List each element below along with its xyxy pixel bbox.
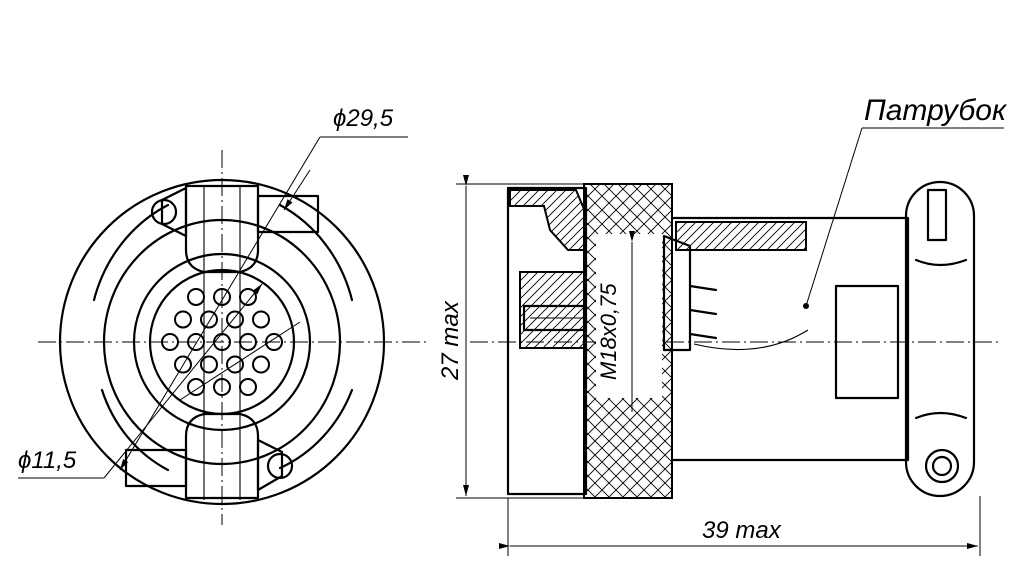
contact-pin xyxy=(174,310,192,329)
body-ring xyxy=(102,218,342,466)
dia-outer-leader xyxy=(119,136,321,471)
inner-ring-right-top xyxy=(278,203,354,302)
part-name-leader xyxy=(805,127,863,307)
side-view: M18x0,75 Патрубок 27 max 39 max xyxy=(437,94,1008,556)
insert-circle xyxy=(132,252,312,432)
tail-pins xyxy=(688,284,718,340)
contact-pin xyxy=(213,287,231,306)
contact-pin xyxy=(174,355,192,374)
nut-section-top xyxy=(509,189,587,251)
tail-block xyxy=(662,234,692,352)
clamp-screw-head xyxy=(924,448,960,484)
right-ear-bottom-knob xyxy=(266,452,294,480)
clamp-band-bottom xyxy=(914,411,968,420)
clamp-screw-hole xyxy=(931,455,953,477)
part-name-dot xyxy=(803,303,809,309)
dia-outer-arrow-top xyxy=(283,169,311,211)
contact-pin xyxy=(239,378,257,397)
part-name-label: Патрубок xyxy=(864,94,1008,127)
contact-pin xyxy=(213,378,231,397)
back-shell-section xyxy=(675,221,807,251)
contact-pins xyxy=(161,287,283,397)
contact-pin xyxy=(161,333,179,351)
contact-pin xyxy=(200,355,218,374)
right-ear-bottom xyxy=(256,438,284,492)
contact-pin xyxy=(239,287,257,306)
contact-pin xyxy=(187,287,205,306)
thread-label: M18x0,75 xyxy=(596,283,621,380)
length-label: 39 max xyxy=(702,517,782,544)
clamp-screw-slot xyxy=(926,188,948,242)
contact-pin xyxy=(252,310,270,329)
back-shell xyxy=(670,216,910,462)
contact-pin xyxy=(265,333,283,351)
inner-ring-left-top xyxy=(92,203,170,302)
height-label: 27 max xyxy=(437,300,464,381)
contact-pin xyxy=(213,333,231,351)
contact-pin xyxy=(239,333,257,351)
inner-ring-right-bottom xyxy=(278,388,354,470)
thread-label-area xyxy=(596,234,662,398)
outer-ring xyxy=(58,178,386,506)
contact-pin xyxy=(187,378,205,397)
cable-window xyxy=(834,284,900,400)
contact-pin xyxy=(187,333,205,351)
left-ear-top-knob xyxy=(150,198,178,226)
contact-pin xyxy=(200,310,218,329)
dia-inner-label: ϕ11,5 xyxy=(18,447,77,474)
dia-inner-crossline xyxy=(179,321,301,401)
left-screw-bottom xyxy=(124,448,188,488)
contact-pin xyxy=(226,310,244,329)
left-ear-top xyxy=(160,186,188,238)
front-dimensions: ϕ29,5 ϕ11,5 xyxy=(18,105,408,479)
cable-clamp xyxy=(904,180,976,498)
nut-section-mid xyxy=(519,271,585,349)
contact-pin xyxy=(226,355,244,374)
dia-inner-leader xyxy=(103,283,263,479)
front-view xyxy=(38,150,430,525)
contact-pin xyxy=(252,355,270,374)
dia-outer-label: ϕ29,5 xyxy=(333,105,394,132)
inner-ring-left-bottom xyxy=(100,388,170,472)
right-screw-top xyxy=(256,194,320,234)
clamp-band-top xyxy=(914,258,968,267)
cable-break-line xyxy=(693,329,809,351)
